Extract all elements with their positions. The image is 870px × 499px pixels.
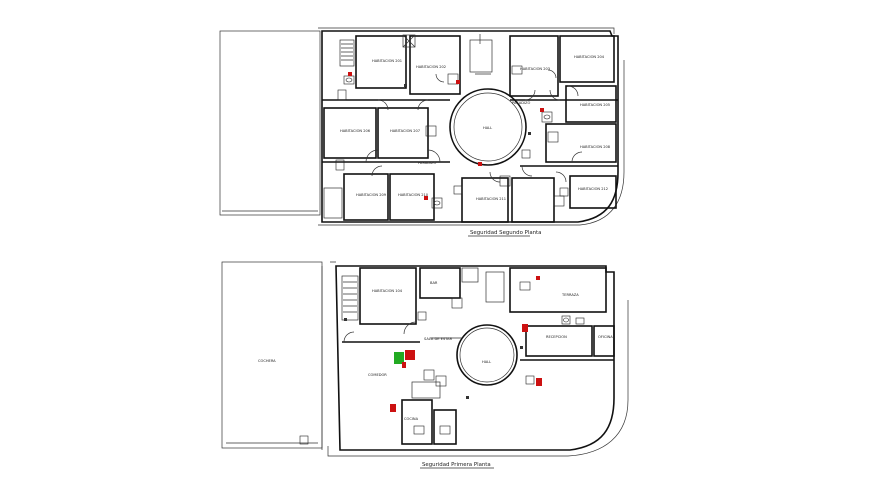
lower-right-rooms [520,325,615,361]
room-label: PASADIZO [512,101,530,105]
room-label: HABITACION 201 [372,59,402,63]
upper-middle-rooms [322,99,618,167]
upper-outer-offset [318,27,615,34]
lower-hall [430,324,518,386]
fire-extinguisher-sign [405,350,415,360]
upper-adjacent-plot [219,30,321,216]
room-label: HABITACION 208 [580,145,611,149]
upper-outer-offset-2 [318,60,625,226]
cochera-plot [221,261,323,449]
alarm-sign [390,404,396,412]
lower-service-rooms [342,321,457,445]
room-label: HABITACION 210 [398,193,429,197]
first-aid-sign [394,352,404,364]
upper-doors [365,69,583,183]
upper-signs [348,72,544,200]
upper-bottom-rooms [323,173,617,223]
room-label: HABITACION 204 [574,55,605,59]
room-label: SALA DE ESTAR [424,337,453,341]
room-label: HABITACION 203 [520,67,550,71]
room-label: HABITACION 104 [372,289,403,293]
room-label: PASADIZO [418,161,436,165]
lower-outer-offset [327,261,629,457]
lower-top-rooms [341,267,607,325]
room-label: HABITACION 206 [340,129,371,133]
upper-outer-wall [321,30,619,223]
upper-room-labels: HABITACION 201 HABITACION 202 HABITACION… [340,55,611,201]
lower-plan-caption: Seguridad Primera Planta [422,462,491,468]
room-label: HABITACION 212 [578,187,608,191]
upper-plan-caption: Seguridad Segundo Planta [470,230,541,236]
lower-floor-plan: HABITACION 104 BAR SALA DE ESTAR HALL TE… [221,261,629,469]
room-label: HABITACION 211 [476,197,506,201]
room-label: COCINA [404,417,419,421]
room-label: HABITACION 207 [390,129,420,133]
upper-floor-plan: HABITACION 201 HABITACION 202 HABITACION… [219,27,625,237]
lower-room-labels: HABITACION 104 BAR SALA DE ESTAR HALL TE… [258,281,613,421]
room-label: HABITACION 205 [580,103,610,107]
room-label: TERRAZA [561,293,579,297]
room-label: BAR [430,281,438,285]
lower-outer-wall [335,265,615,451]
room-label: OFICINA [598,335,613,339]
room-label: HALL [483,126,492,130]
room-label: RECEPCION [546,335,567,339]
room-label: COMEDOR [368,373,387,377]
room-label: HALL [482,360,491,364]
lower-signs [344,276,542,412]
upper-top-rooms [339,34,617,123]
room-label: COCHERA [258,359,276,363]
room-label: HABITACION 209 [356,193,387,197]
upper-hall [449,88,527,166]
room-label: HABITACION 202 [416,65,446,69]
lower-fixtures [299,281,585,445]
